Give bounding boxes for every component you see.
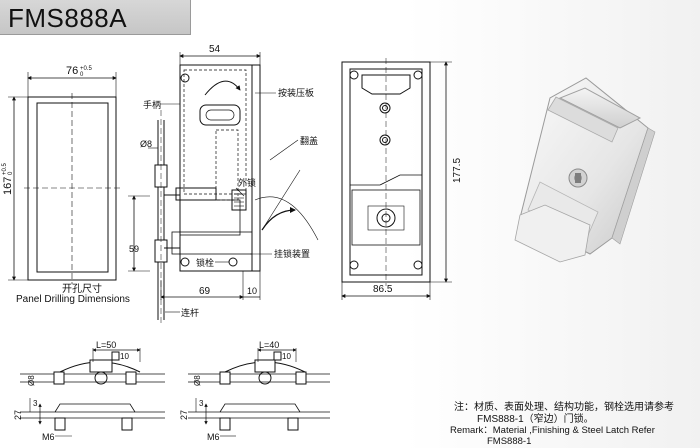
front-screw-1 (379, 102, 391, 114)
note-cn-line1: 注：材质、表面处理、结构功能，钢栓选用请参考 (454, 402, 674, 413)
front-screw-2 (379, 134, 391, 146)
cutout-height-tol2: 0 (8, 171, 14, 175)
detail-left-d8-label: Ø8 (27, 375, 36, 386)
side-section-view (128, 52, 319, 325)
label-outer-lock: 外锁 (238, 177, 256, 188)
label-latch-device: 挂锁装置 (274, 248, 310, 259)
side-screw-bottom (180, 257, 190, 267)
front-handle-top (361, 74, 411, 95)
detail-right (188, 348, 330, 437)
dim-177-label: 177.5 (452, 158, 463, 183)
render-handle (558, 87, 642, 129)
detail-right-10-label: 10 (282, 352, 291, 361)
front-corner-screw-tl (349, 70, 359, 80)
cutout-width-tol: +0.5 (80, 66, 93, 72)
detail-right-27-label: 27 (179, 410, 189, 420)
cutout-caption-cn: 开孔尺寸 (62, 282, 102, 295)
cutout-width-tol2: 0 (80, 72, 84, 78)
detail-left-10-label: 10 (120, 352, 129, 361)
front-corner-screw-bl (349, 260, 359, 270)
dim-59-label: 59 (129, 244, 139, 254)
side-lock-cylinder (231, 189, 247, 211)
page-title: FMS888A (8, 3, 128, 33)
detail-right-d8-label: Ø8 (193, 375, 202, 386)
detail-right-3-label: 3 (199, 399, 204, 408)
note-cn-line2: FMS888-1（窄边）门锁。 (477, 414, 594, 425)
detail-left-pivot (94, 371, 108, 385)
detail-left-M6-label: M6 (42, 432, 55, 442)
cutout-height-label: 167 (2, 177, 14, 195)
note-en-line2: FMS888-1 (487, 436, 532, 447)
title-tab: FMS888A (0, 0, 191, 35)
side-handle-slot (199, 104, 241, 126)
detail-left-L-label: L=50 (96, 340, 116, 350)
label-handle: 手柄 (143, 99, 161, 110)
side-panel-plate (251, 64, 261, 272)
detail-left-3-label: 3 (33, 399, 38, 408)
detail-right-L-label: L=40 (259, 340, 279, 350)
dim-10-label: 10 (247, 286, 257, 296)
dim-86-label: 86.5 (373, 284, 393, 295)
front-lock-cylinder (376, 208, 396, 228)
note-en-line1: Remark：Material ,Finishing & Steel Latch… (450, 425, 655, 436)
dim-69-label: 69 (199, 286, 211, 297)
detail-left (20, 348, 165, 437)
front-corner-screw-tr (413, 70, 423, 80)
handle-arrow (204, 80, 241, 96)
product-render (514, 77, 656, 263)
side-screw-top (180, 73, 190, 83)
detail-right-M6-label: M6 (207, 432, 220, 442)
dim-54-label: 54 (209, 44, 221, 55)
label-cover: 翻盖 (300, 135, 318, 146)
label-mounting-plate: 按装压板 (278, 87, 314, 98)
label-rod: 连杆 (181, 307, 199, 318)
cutout-caption-en: Panel Drilling Dimensions (16, 294, 130, 305)
detail-left-27-label: 27 (13, 410, 23, 420)
front-view (341, 58, 452, 300)
label-bolt: 锁栓 (196, 257, 214, 268)
front-corner-screw-br (413, 260, 423, 270)
panel-cutout-drawing (8, 72, 120, 284)
cutout-height-tol: +0.5 (2, 162, 8, 175)
detail-right-pivot (258, 371, 272, 385)
cutout-inner-rect (36, 102, 109, 273)
cutout-width-label: 76 (66, 65, 78, 77)
dim-diameter-label: Ø8 (140, 139, 152, 149)
